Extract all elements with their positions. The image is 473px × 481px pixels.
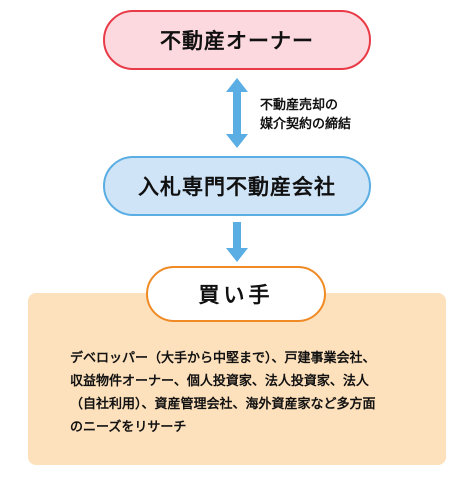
agency-node: 入札専門不動産会社 — [103, 156, 371, 216]
double-arrow-icon — [226, 78, 248, 148]
contract-note-line-2: 媒介契約の締結 — [260, 117, 352, 132]
contract-note-line-1: 不動産売却の — [260, 98, 339, 113]
buyer-description: デベロッパー（大手から中堅まで）、戸建事業会社、 収益物件オーナー、個人投資家、… — [70, 347, 430, 439]
owner-node: 不動産オーナー — [103, 10, 371, 70]
buyer-description-line-3: （自社利用）、資産管理会社、海外資産家など多方面 — [70, 397, 376, 412]
buyer-node: 買い手 — [146, 266, 326, 322]
contract-note: 不動産売却の 媒介契約の締結 — [260, 96, 351, 134]
buyer-description-line-4: のニーズをリサーチ — [70, 420, 187, 435]
buyer-description-line-1: デベロッパー（大手から中堅まで）、戸建事業会社、 — [70, 351, 376, 366]
buyer-description-line-2: 収益物件オーナー、個人投資家、法人投資家、法人 — [70, 374, 369, 389]
down-arrow-icon — [226, 222, 248, 262]
